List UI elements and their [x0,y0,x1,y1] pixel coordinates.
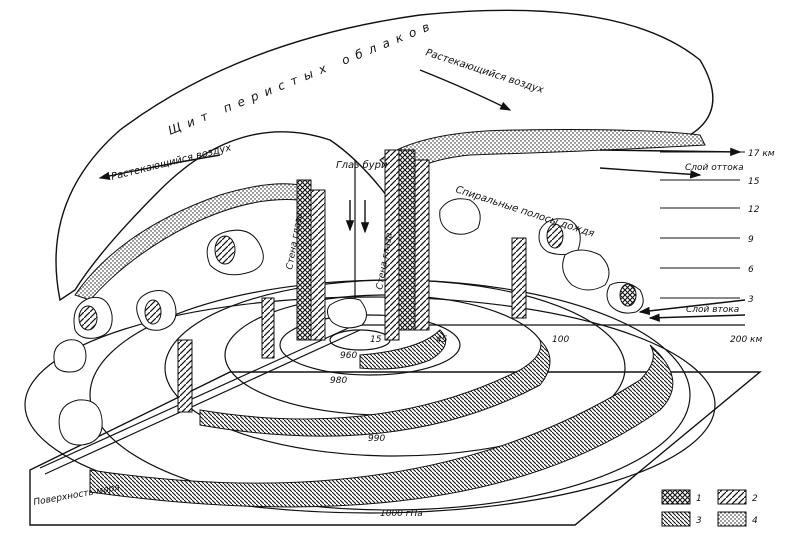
distance-tick-200: 200 км [730,335,762,345]
legend-swatch-2 [717,489,747,505]
legend: 1 2 3 4 [661,489,758,527]
legend-key-4: 4 [752,516,758,526]
rain-columns [78,223,637,413]
base-plane [29,371,762,526]
label-inflow-layer: Слой втока [686,305,739,315]
isobar-960: 960 [340,351,357,361]
label-sea-surface: Поверхность моря [33,483,121,508]
isobar-990: 990 [368,434,385,444]
height-tick-15: 15 [748,177,760,187]
distance-tick-100: 100 [552,335,569,345]
isobar-1000: 1000 гПа [380,509,423,519]
distance-tick-45: 45 [436,335,448,345]
cirrus-shield [55,9,714,302]
height-tick-17: 17 км [748,149,775,159]
legend-swatch-1 [661,489,691,505]
legend-key-3: 3 [696,516,702,526]
legend-key-2: 2 [752,494,758,504]
eye-wall-right [384,149,430,341]
distance-tick-15: 15 [370,335,382,345]
label-outflow-layer: Слой оттока [685,163,744,173]
height-tick-12: 12 [748,205,760,215]
height-tick-9: 9 [748,235,754,245]
label-storm-eye: Глаз бури [336,159,388,171]
height-tick-3: 3 [748,295,754,305]
isobar-980: 980 [330,376,347,386]
eye-wall-left [296,179,326,341]
legend-key-1: 1 [696,494,702,504]
height-tick-6: 6 [748,265,754,275]
legend-swatch-4 [717,511,747,527]
rain-band-hatched [89,329,674,508]
legend-swatch-3 [661,511,691,527]
height-scale-lines [660,151,745,299]
